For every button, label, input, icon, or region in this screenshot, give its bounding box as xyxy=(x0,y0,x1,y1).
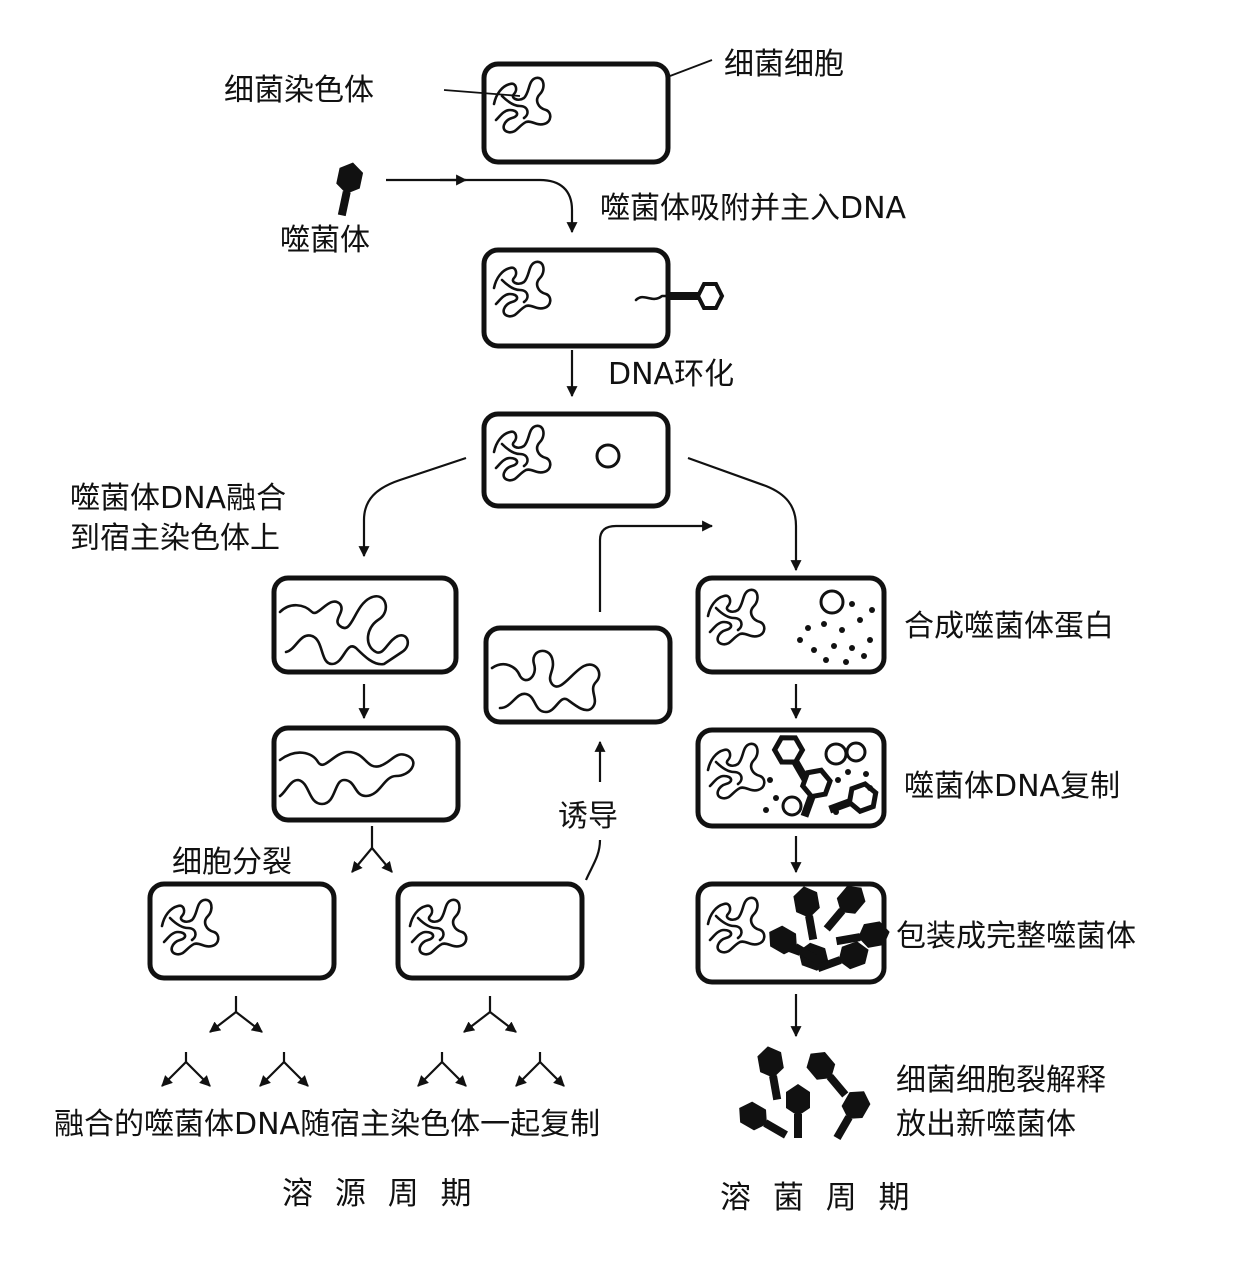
daughter-cell-right xyxy=(395,881,585,981)
label-lysis-line2: 放出新噬菌体 xyxy=(896,1107,1076,1142)
label-replicate-with-host: 融合的噬菌体DNA随宿主染色体一起复制 xyxy=(54,1107,600,1142)
daughter-cell-left xyxy=(147,881,337,981)
released-phages xyxy=(733,1044,875,1146)
cell-integrated-1 xyxy=(271,575,459,675)
phage-icon xyxy=(330,160,365,218)
leader-bacterial-cell xyxy=(669,59,713,77)
label-synthesize-protein: 合成噬菌体蛋白 xyxy=(904,609,1114,644)
cell-initial xyxy=(481,61,671,165)
division-arrows-left xyxy=(161,996,309,1087)
cell-package xyxy=(695,879,892,985)
induction-connector xyxy=(584,839,602,881)
arrow-to-lysogenic xyxy=(358,456,467,558)
label-dna-replication: 噬菌体DNA复制 xyxy=(904,769,1120,804)
label-induction: 诱导 xyxy=(558,799,618,834)
cell-integrated-2 xyxy=(271,725,461,823)
cell-phage-attached xyxy=(481,247,725,349)
label-lysis-line1: 细菌细胞裂解释 xyxy=(896,1063,1106,1098)
label-integrate-line1: 噬菌体DNA融合 xyxy=(70,481,286,516)
cell-circular-dna xyxy=(481,411,671,509)
cell-induction xyxy=(483,625,673,725)
label-bacterial-cell: 细菌细胞 xyxy=(724,47,844,82)
label-package: 包装成完整噬菌体 xyxy=(896,919,1136,954)
arrow-to-lytic xyxy=(687,456,802,572)
leader-bacterial-chromosome xyxy=(443,89,521,97)
label-phage: 噬菌体 xyxy=(280,223,370,258)
label-bacterial-chromosome: 细菌染色体 xyxy=(224,73,374,108)
division-arrows-1 xyxy=(351,826,393,873)
label-adsorb-inject: 噬菌体吸附并主入DNA xyxy=(600,191,907,226)
division-arrows-right xyxy=(417,996,565,1087)
cell-dna-replication xyxy=(695,727,887,829)
cell-synthesize-protein xyxy=(695,575,887,675)
caption-lysogenic-cycle: 溶 源 周 期 xyxy=(282,1176,478,1212)
arrow-induction-to-lytic xyxy=(598,520,714,612)
label-integrate-line2: 到宿主染色体上 xyxy=(70,521,280,556)
arrow-phage-to-cell xyxy=(386,178,578,234)
label-cell-division: 细胞分裂 xyxy=(172,845,292,880)
label-dna-circularize: DNA环化 xyxy=(608,357,734,392)
caption-lytic-cycle: 溶 菌 周 期 xyxy=(720,1180,916,1216)
